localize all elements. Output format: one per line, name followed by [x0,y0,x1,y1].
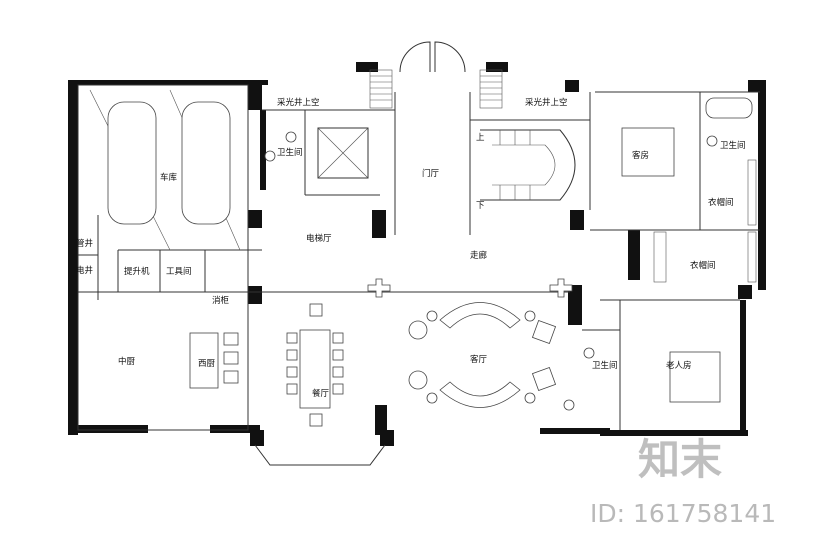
dining-table [299,329,331,409]
sofa-bottom [439,381,521,408]
label-tool-room: 工具间 [166,267,192,277]
kitchen-island [189,332,219,389]
room-labels: 车库 电梯厅 门厅 走廊 采光井上空 采光井上空 卫生间 卫生间 卫生间 客房 … [76,97,746,399]
watermark: 知末 ID: 161758141 [590,435,776,528]
label-closet-mid: 衣帽间 [690,260,716,271]
label-stair-up: 上 [476,133,485,143]
label-dining-room: 餐厅 [312,389,330,399]
elder-bed [669,351,721,403]
interior-lines [77,41,760,466]
label-foyer: 门厅 [422,168,440,179]
label-closet-top: 衣帽间 [708,197,734,208]
label-pipe-shaft: 管井 [76,238,93,249]
label-skylight-left: 采光井上空 [277,97,320,108]
label-garage: 车库 [160,172,178,183]
label-guest-room: 客房 [632,150,649,161]
label-bath-right-top: 卫生间 [720,140,746,151]
car-left [107,101,157,225]
label-living-room: 客厅 [470,354,488,365]
watermark-logo: 知末 [638,435,722,484]
sofa-top [439,302,521,329]
label-bath-right-bottom: 卫生间 [592,360,618,371]
label-elec-shaft: 电井 [76,265,93,276]
label-corridor: 走廊 [470,250,488,261]
label-chinese-kitchen: 中厨 [118,356,136,367]
label-elder-room: 老人房 [666,360,692,371]
furniture [107,97,757,427]
label-bath-left: 卫生间 [277,147,303,158]
label-western-kitchen: 西厨 [198,359,216,369]
bathtub [705,97,753,119]
watermark-id: ID: 161758141 [590,499,776,528]
label-lift-machine: 提升机 [124,266,150,277]
label-skylight-right: 采光井上空 [525,97,568,108]
guest-bed [621,127,675,177]
label-stair-down: 下 [476,201,485,211]
label-elevator-hall: 电梯厅 [306,233,332,244]
car-right [181,101,231,225]
exterior-walls [68,62,766,446]
label-disinfect-cabinet: 消柜 [212,295,230,306]
